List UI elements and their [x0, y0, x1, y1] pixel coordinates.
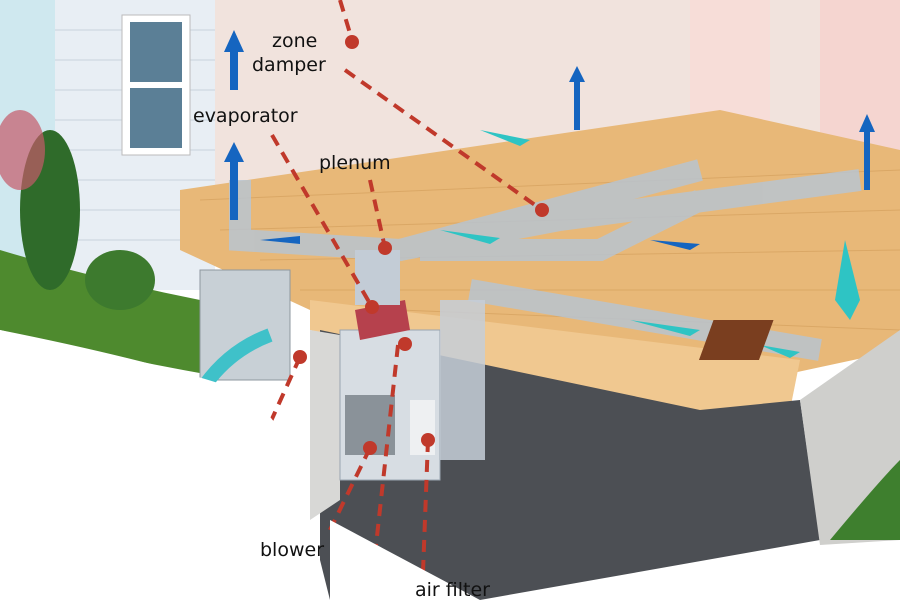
label-air-filter: air filter [415, 579, 490, 601]
label-zone-damper-line1: zone [272, 30, 318, 52]
return-air-arrows [440, 130, 860, 358]
plenum-box [355, 250, 400, 305]
supply-air-arrows [224, 30, 875, 250]
shrub [85, 250, 155, 310]
label-blower: blower [260, 539, 325, 561]
condenser-unit [199, 269, 291, 381]
label-plenum: plenum [319, 152, 391, 174]
air-filter-unit [410, 400, 435, 455]
callout-dots [293, 35, 549, 455]
label-zone-damper-line2: damper [252, 54, 326, 76]
label-evaporator: evaporator [193, 105, 298, 127]
floor-grille [698, 320, 774, 360]
